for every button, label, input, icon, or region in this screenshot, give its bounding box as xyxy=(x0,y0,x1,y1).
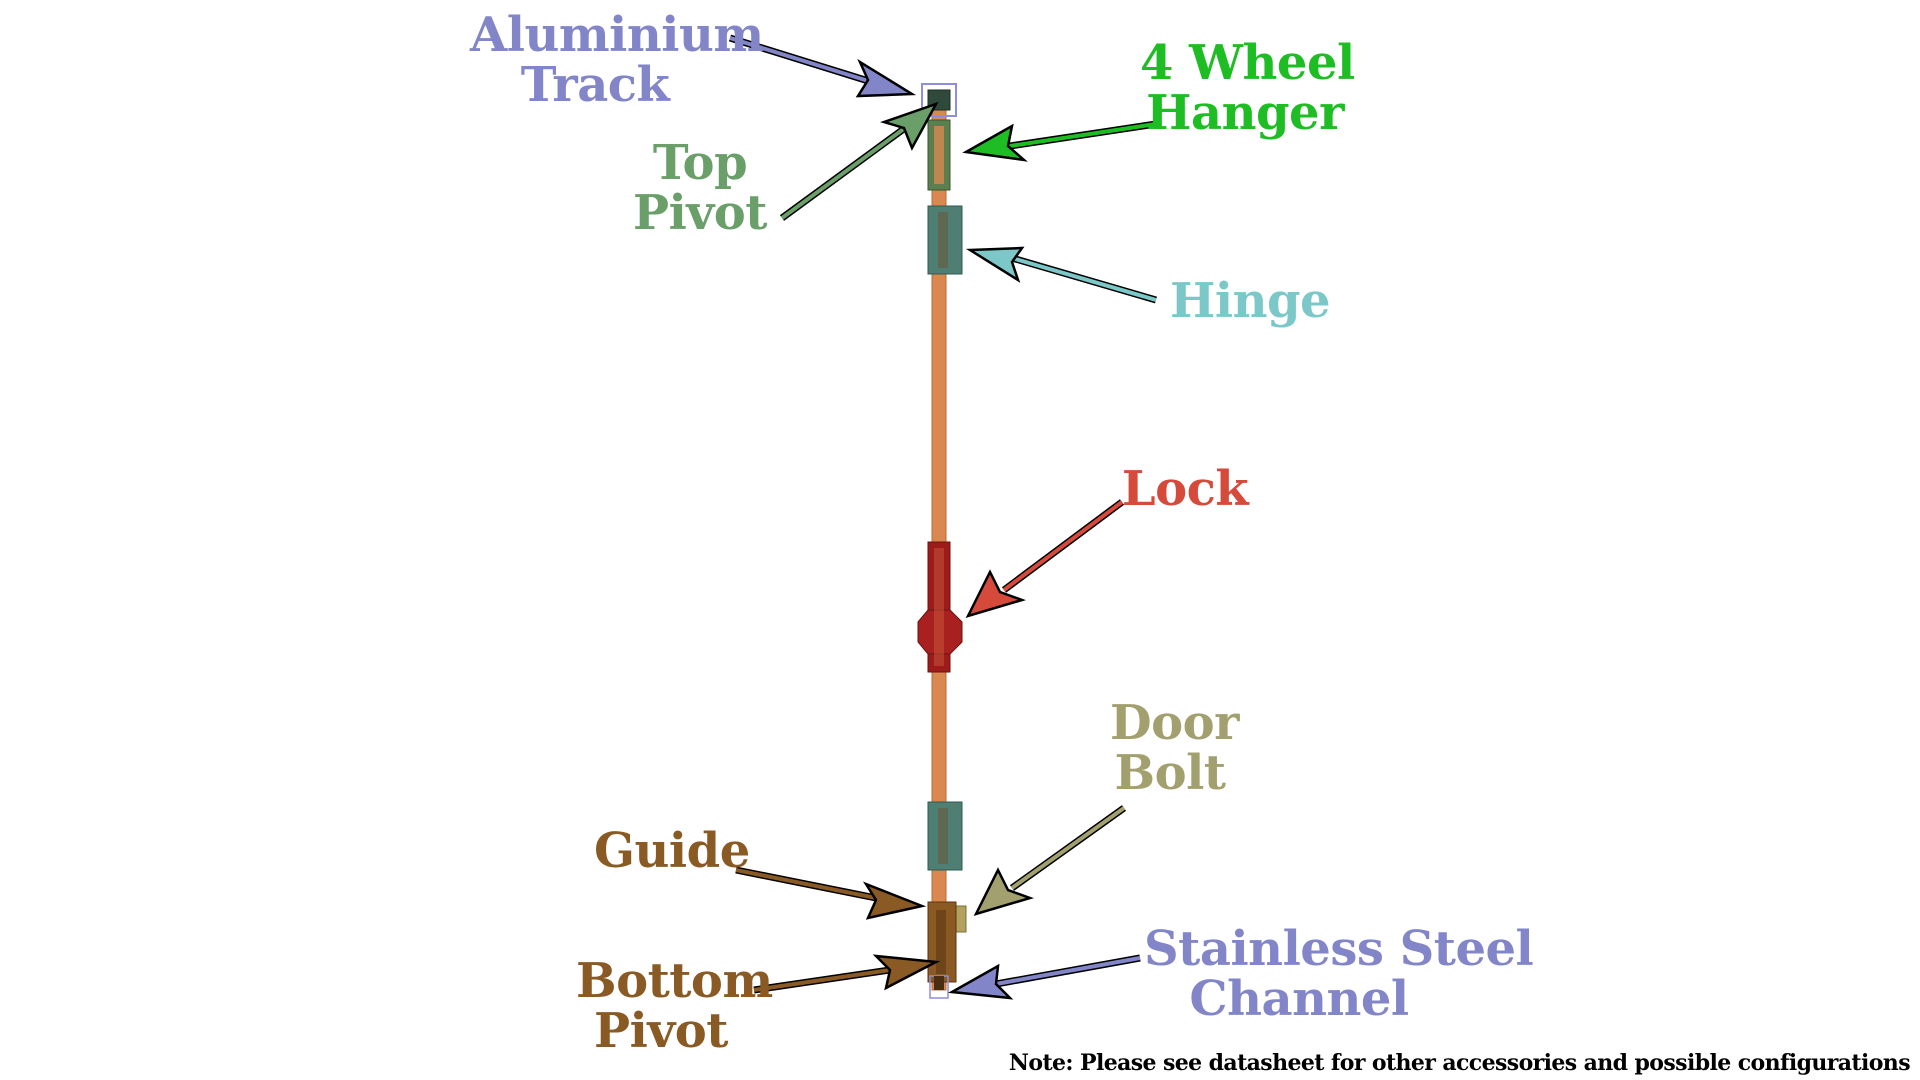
configuration-note: Note: Please see datasheet for other acc… xyxy=(1008,1050,1911,1076)
label-door-bolt: Door Bolt xyxy=(1110,695,1239,801)
arrow-four-wheel-hanger xyxy=(962,120,1157,162)
arrow-hinge xyxy=(965,246,1157,304)
stainless-channel-part xyxy=(929,975,949,999)
bottom-hinge-part xyxy=(927,801,963,871)
label-aluminium-track-line1: Aluminium xyxy=(470,7,764,63)
label-lock: Lock xyxy=(1120,464,1250,514)
label-guide: Guide xyxy=(594,823,750,879)
label-top-pivot-line1: Top xyxy=(652,135,748,191)
label-guide-line1: Guide xyxy=(594,823,750,879)
arrow-guide xyxy=(735,866,927,920)
label-four-wheel-hanger-line1: 4 Wheel xyxy=(1140,35,1355,91)
label-four-wheel-hanger-line2: Hanger xyxy=(1146,85,1344,141)
label-four-wheel-hanger: 4 Wheel Hanger xyxy=(1140,35,1355,141)
arrow-lock xyxy=(965,499,1125,619)
label-stainless-channel: Stainless Steel Channel xyxy=(1144,921,1534,1027)
guide-part xyxy=(927,901,957,983)
label-stainless-channel-line2: Channel xyxy=(1189,971,1409,1027)
label-bottom-pivot-line2: Pivot xyxy=(594,1003,728,1059)
label-stainless-channel-line1: Stainless Steel xyxy=(1144,921,1534,977)
label-bottom-pivot-line1: Bottom xyxy=(576,953,773,1009)
lock-part xyxy=(917,541,963,673)
label-aluminium-track-line2: Track xyxy=(520,57,670,113)
label-top-pivot: Top Pivot xyxy=(630,138,770,238)
arrow-aluminium-track xyxy=(728,34,917,98)
label-door-bolt-line2: Bolt xyxy=(1114,745,1227,801)
four-wheel-hanger-part xyxy=(927,119,951,191)
label-hinge-line1: Hinge xyxy=(1170,273,1331,329)
label-aluminium-track: Aluminium Track xyxy=(470,7,764,113)
top-hinge-part xyxy=(927,205,963,275)
arrow-bottom-pivot xyxy=(753,954,941,994)
arrow-top-pivot xyxy=(779,101,939,221)
label-bottom-pivot: Bottom Pivot xyxy=(576,953,773,1059)
label-top-pivot-line2: Pivot xyxy=(633,185,767,241)
label-hinge: Hinge xyxy=(1170,273,1331,329)
label-lock-line1: Lock xyxy=(1121,461,1249,517)
arrow-stainless-channel xyxy=(947,954,1141,1000)
label-door-bolt-line1: Door xyxy=(1110,695,1239,751)
arrow-door-bolt xyxy=(973,805,1127,917)
